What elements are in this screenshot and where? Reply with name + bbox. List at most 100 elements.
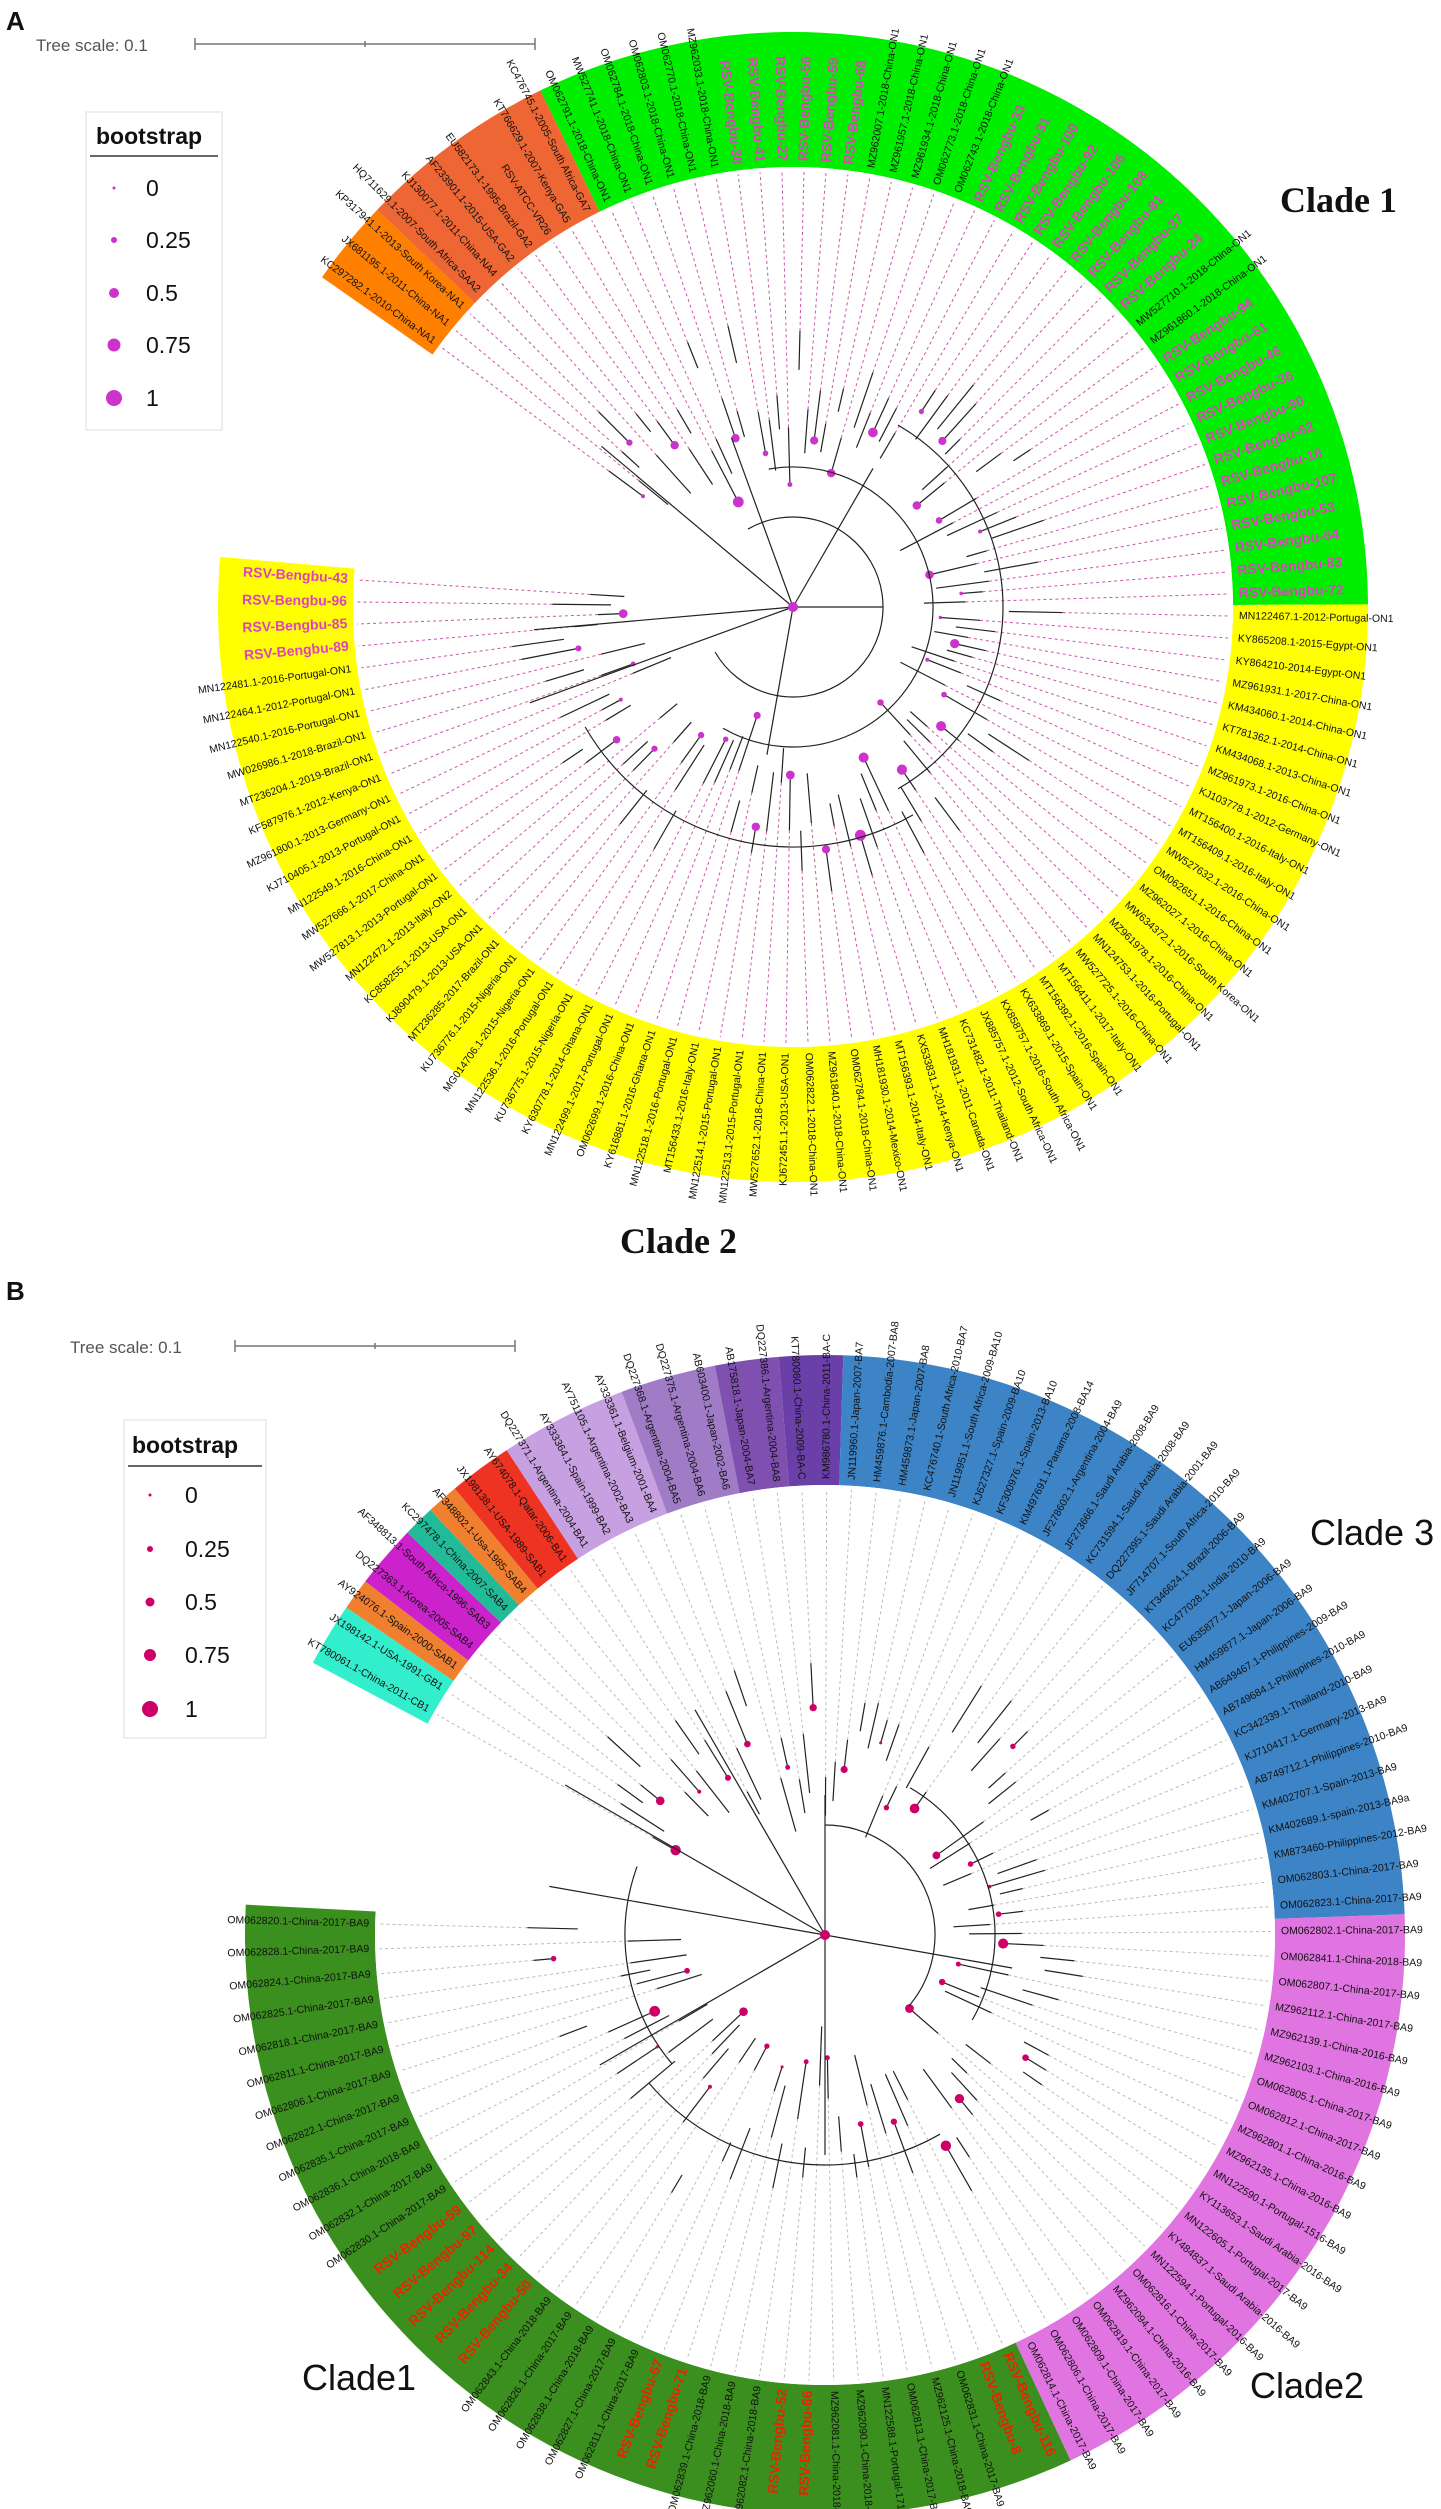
leader-line: [1074, 1960, 1269, 1982]
leader-line: [999, 700, 1191, 788]
branch: [837, 794, 852, 847]
panel-a-ring: KC297282.1-2010-China-NA1JX681195.1-2011…: [197, 27, 1393, 1204]
internal-arc: [624, 1866, 673, 2064]
bootstrap-node: [918, 408, 924, 415]
bootstrap-node: [762, 450, 769, 457]
branch: [1008, 610, 1063, 614]
trunk-branch: [730, 437, 794, 608]
branch: [674, 1720, 700, 1755]
branch: [607, 1736, 641, 1768]
leader-line: [973, 268, 1069, 386]
branch: [797, 2061, 807, 2120]
branch: [598, 411, 630, 444]
branch: [757, 412, 767, 454]
leader-line: [1043, 1944, 1271, 1957]
branch: [943, 1873, 972, 1886]
bootstrap-node: [950, 638, 960, 649]
leader-line: [944, 330, 1131, 484]
leader-line: [937, 2033, 1162, 2229]
branch: [943, 694, 988, 721]
leader-line: [875, 810, 959, 1011]
leader-line: [361, 646, 513, 669]
leader-line: [389, 672, 633, 775]
trunk-branch: [564, 1784, 826, 1936]
branch: [560, 693, 610, 718]
panel-b-legend-label-2: 0.5: [185, 1589, 217, 1615]
branch: [687, 342, 699, 369]
panel-b-clade2-label: Clade2: [1250, 2365, 1364, 2406]
leader-line: [408, 2035, 560, 2095]
bootstrap-node: [1022, 2054, 1029, 2061]
leader-line: [672, 187, 738, 412]
leader-line: [357, 614, 598, 625]
leader-line: [952, 403, 1180, 524]
branch: [770, 2085, 786, 2138]
panel-a-legend-label-1: 0.25: [146, 227, 191, 253]
branch: [837, 388, 845, 412]
leader-line: [898, 1514, 974, 1725]
bootstrap-node: [905, 2004, 914, 2013]
branch: [989, 1869, 1046, 1888]
leader-line: [737, 174, 770, 421]
branch: [884, 2073, 909, 2127]
leader-line: [694, 182, 729, 327]
leader-line: [1015, 443, 1198, 518]
panel-b-legend-dot-2: [145, 1597, 155, 1607]
leader-line: [357, 579, 591, 595]
branch: [620, 1969, 651, 1977]
leaf-label: MN122467.1-2012-Portugal-ON1: [1239, 610, 1394, 625]
branch: [527, 1927, 578, 1930]
branch: [967, 733, 994, 753]
panel-b-sector-orange: [430, 1488, 538, 1606]
branch: [1022, 1989, 1059, 2001]
branch: [936, 1821, 984, 1856]
panel-a-tree: [357, 171, 1229, 1043]
leaf-label: RSV-Bengbu-96: [242, 591, 347, 608]
leader-line: [885, 2133, 957, 2362]
branch: [1013, 449, 1031, 462]
leader-line: [640, 2160, 723, 2342]
branch: [682, 2086, 711, 2123]
leader-line: [369, 653, 602, 712]
panel-b-ring: KT780061.1-China-2011-CB1JX198142.1-USA-…: [227, 1321, 1428, 2509]
branch: [630, 2060, 676, 2099]
bootstrap-node: [649, 2005, 661, 2017]
internal-arc: [824, 1824, 936, 2007]
bootstrap-node: [739, 2007, 748, 2016]
branch: [751, 765, 759, 793]
branch: [552, 603, 612, 606]
branch: [798, 1779, 806, 1814]
leader-line: [976, 384, 1169, 499]
leader-line: [926, 726, 1119, 898]
branch: [738, 715, 758, 772]
bootstrap-node: [938, 436, 947, 446]
leader-line: [1082, 1975, 1266, 2007]
branch: [627, 1938, 682, 1942]
branch: [704, 1739, 729, 1779]
panel-b-legend-dot-1: [147, 1546, 153, 1552]
panel-b-sector-darkgreen: [245, 1904, 1071, 2509]
leader-line: [569, 1568, 676, 1721]
branch: [656, 1973, 702, 1990]
internal-arc: [714, 516, 884, 698]
bootstrap-node: [857, 2121, 864, 2127]
branch: [879, 432, 896, 459]
leader-line: [1036, 1784, 1246, 1861]
leader-line: [590, 1555, 706, 1741]
branch: [636, 1970, 688, 1985]
branch: [929, 1842, 971, 1870]
leader-line: [495, 1634, 608, 1738]
leaf-label: RSV-Bengbu-66: [795, 2390, 815, 2496]
leader-line: [954, 660, 1207, 747]
leader-line: [929, 741, 1104, 914]
leader-line: [951, 2107, 1089, 2296]
leader-line: [978, 1996, 1240, 2102]
leader-line: [1044, 1808, 1253, 1871]
panel-a-scale-bar: [194, 38, 536, 50]
trunk-branch: [694, 1709, 826, 1936]
bootstrap-node: [955, 1961, 961, 1967]
bootstrap-node: [821, 845, 831, 854]
branch: [936, 580, 989, 589]
branch: [605, 704, 632, 721]
bootstrap-node: [978, 529, 983, 534]
